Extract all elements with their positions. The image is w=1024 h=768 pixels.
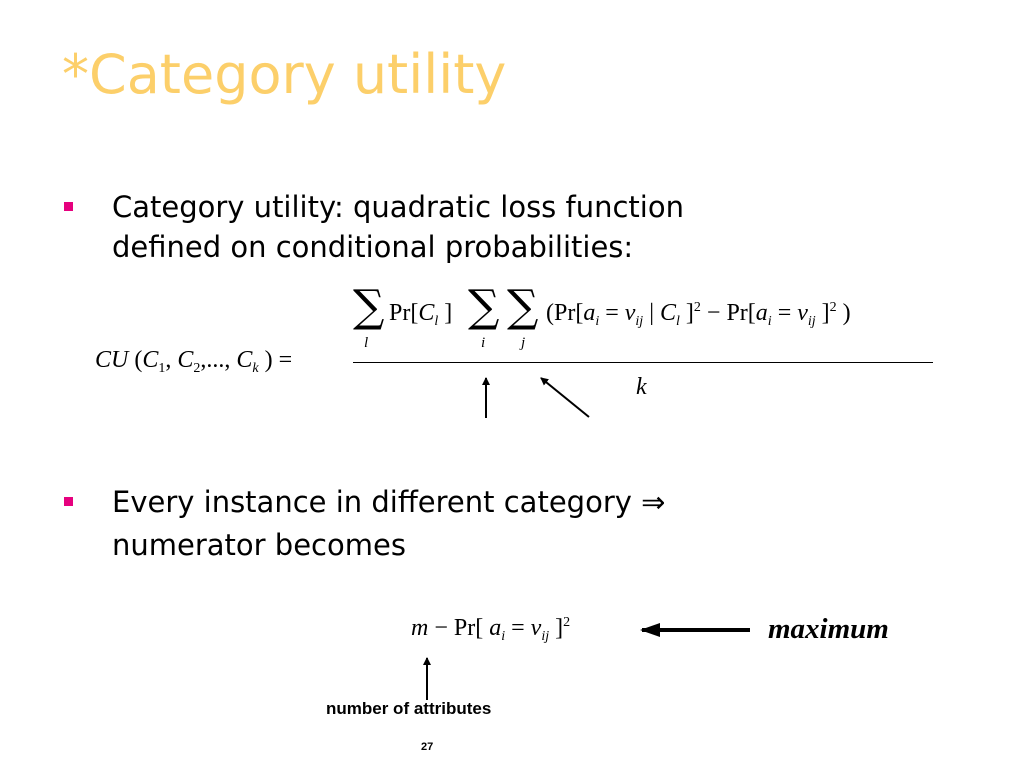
bullet-2-line-2: numerator becomes: [112, 528, 406, 562]
attributes-note: number of attributes: [326, 699, 492, 718]
page-number: 27: [421, 741, 434, 753]
maximum-label: maximum: [768, 613, 889, 645]
bullet-1-line-1: Category utility: quadratic loss functio…: [112, 190, 684, 224]
numerator-max-formula: m − Pr[ ai = vij ]2: [411, 615, 571, 644]
bullet-marker: [64, 497, 73, 506]
formula-lhs: CU (C1, C2,..., Ck ) =: [95, 347, 293, 376]
formula-denominator: k: [636, 374, 647, 400]
sum-index-l: l: [364, 335, 369, 351]
slide-title: *Category utility: [62, 43, 507, 106]
bullet-1-line-2: defined on conditional probabilities:: [112, 230, 634, 264]
sum-index-i: i: [481, 335, 486, 351]
sum-symbol: ∑: [468, 281, 500, 332]
arrow-to-j-sum: [540, 377, 590, 418]
category-utility-formula: CU (C1, C2,..., Ck ) = ∑ Pr[Cl ] ∑ ∑ (Pr…: [95, 285, 955, 425]
sum-symbol: ∑: [507, 281, 539, 332]
bullet-2-line-1: Every instance in different category ⇒: [112, 485, 666, 519]
fraction-bar: [353, 362, 933, 363]
formula-numerator: ∑ Pr[Cl ] ∑ ∑ (Pr[ai = vij | Cl ]2 − Pr[…: [353, 281, 953, 352]
pr-cl: Pr[Cl ]: [389, 300, 453, 329]
sum-index-j: j: [521, 335, 526, 351]
bullet-marker: [64, 202, 73, 211]
sum-symbol: ∑: [353, 281, 385, 332]
numerator-expression: (Pr[ai = vij | Cl ]2 − Pr[ai = vij ]2 ): [546, 300, 851, 329]
